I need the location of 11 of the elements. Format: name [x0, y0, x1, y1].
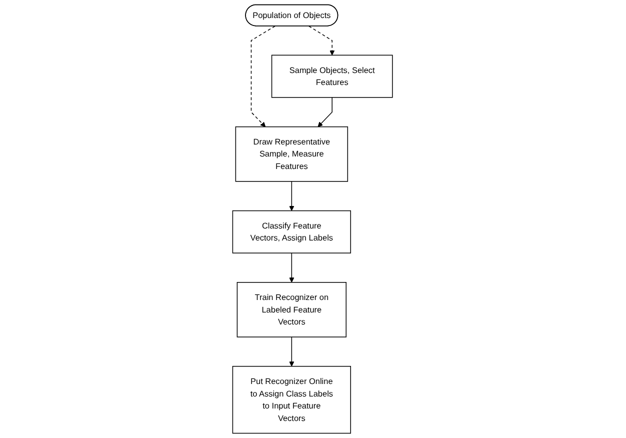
- arrow: [308, 26, 336, 56]
- node-box: Classify Feature Vectors, Assign Labels: [232, 210, 352, 254]
- arrow: [290, 336, 295, 367]
- arrow: [251, 26, 276, 128]
- node-box: Put Recognizer Online to Assign Class Labels to Input Feature Vectors: [232, 366, 352, 434]
- arrow: [290, 181, 295, 211]
- node-box: Sample Objects, Select Features: [272, 54, 394, 98]
- node-box: Draw Representative Sample, Measure Features: [236, 126, 348, 182]
- node-box: Train Recognizer on Labeled Feature Vectors: [237, 282, 347, 338]
- arrow: [290, 252, 295, 283]
- arrow: [318, 97, 333, 128]
